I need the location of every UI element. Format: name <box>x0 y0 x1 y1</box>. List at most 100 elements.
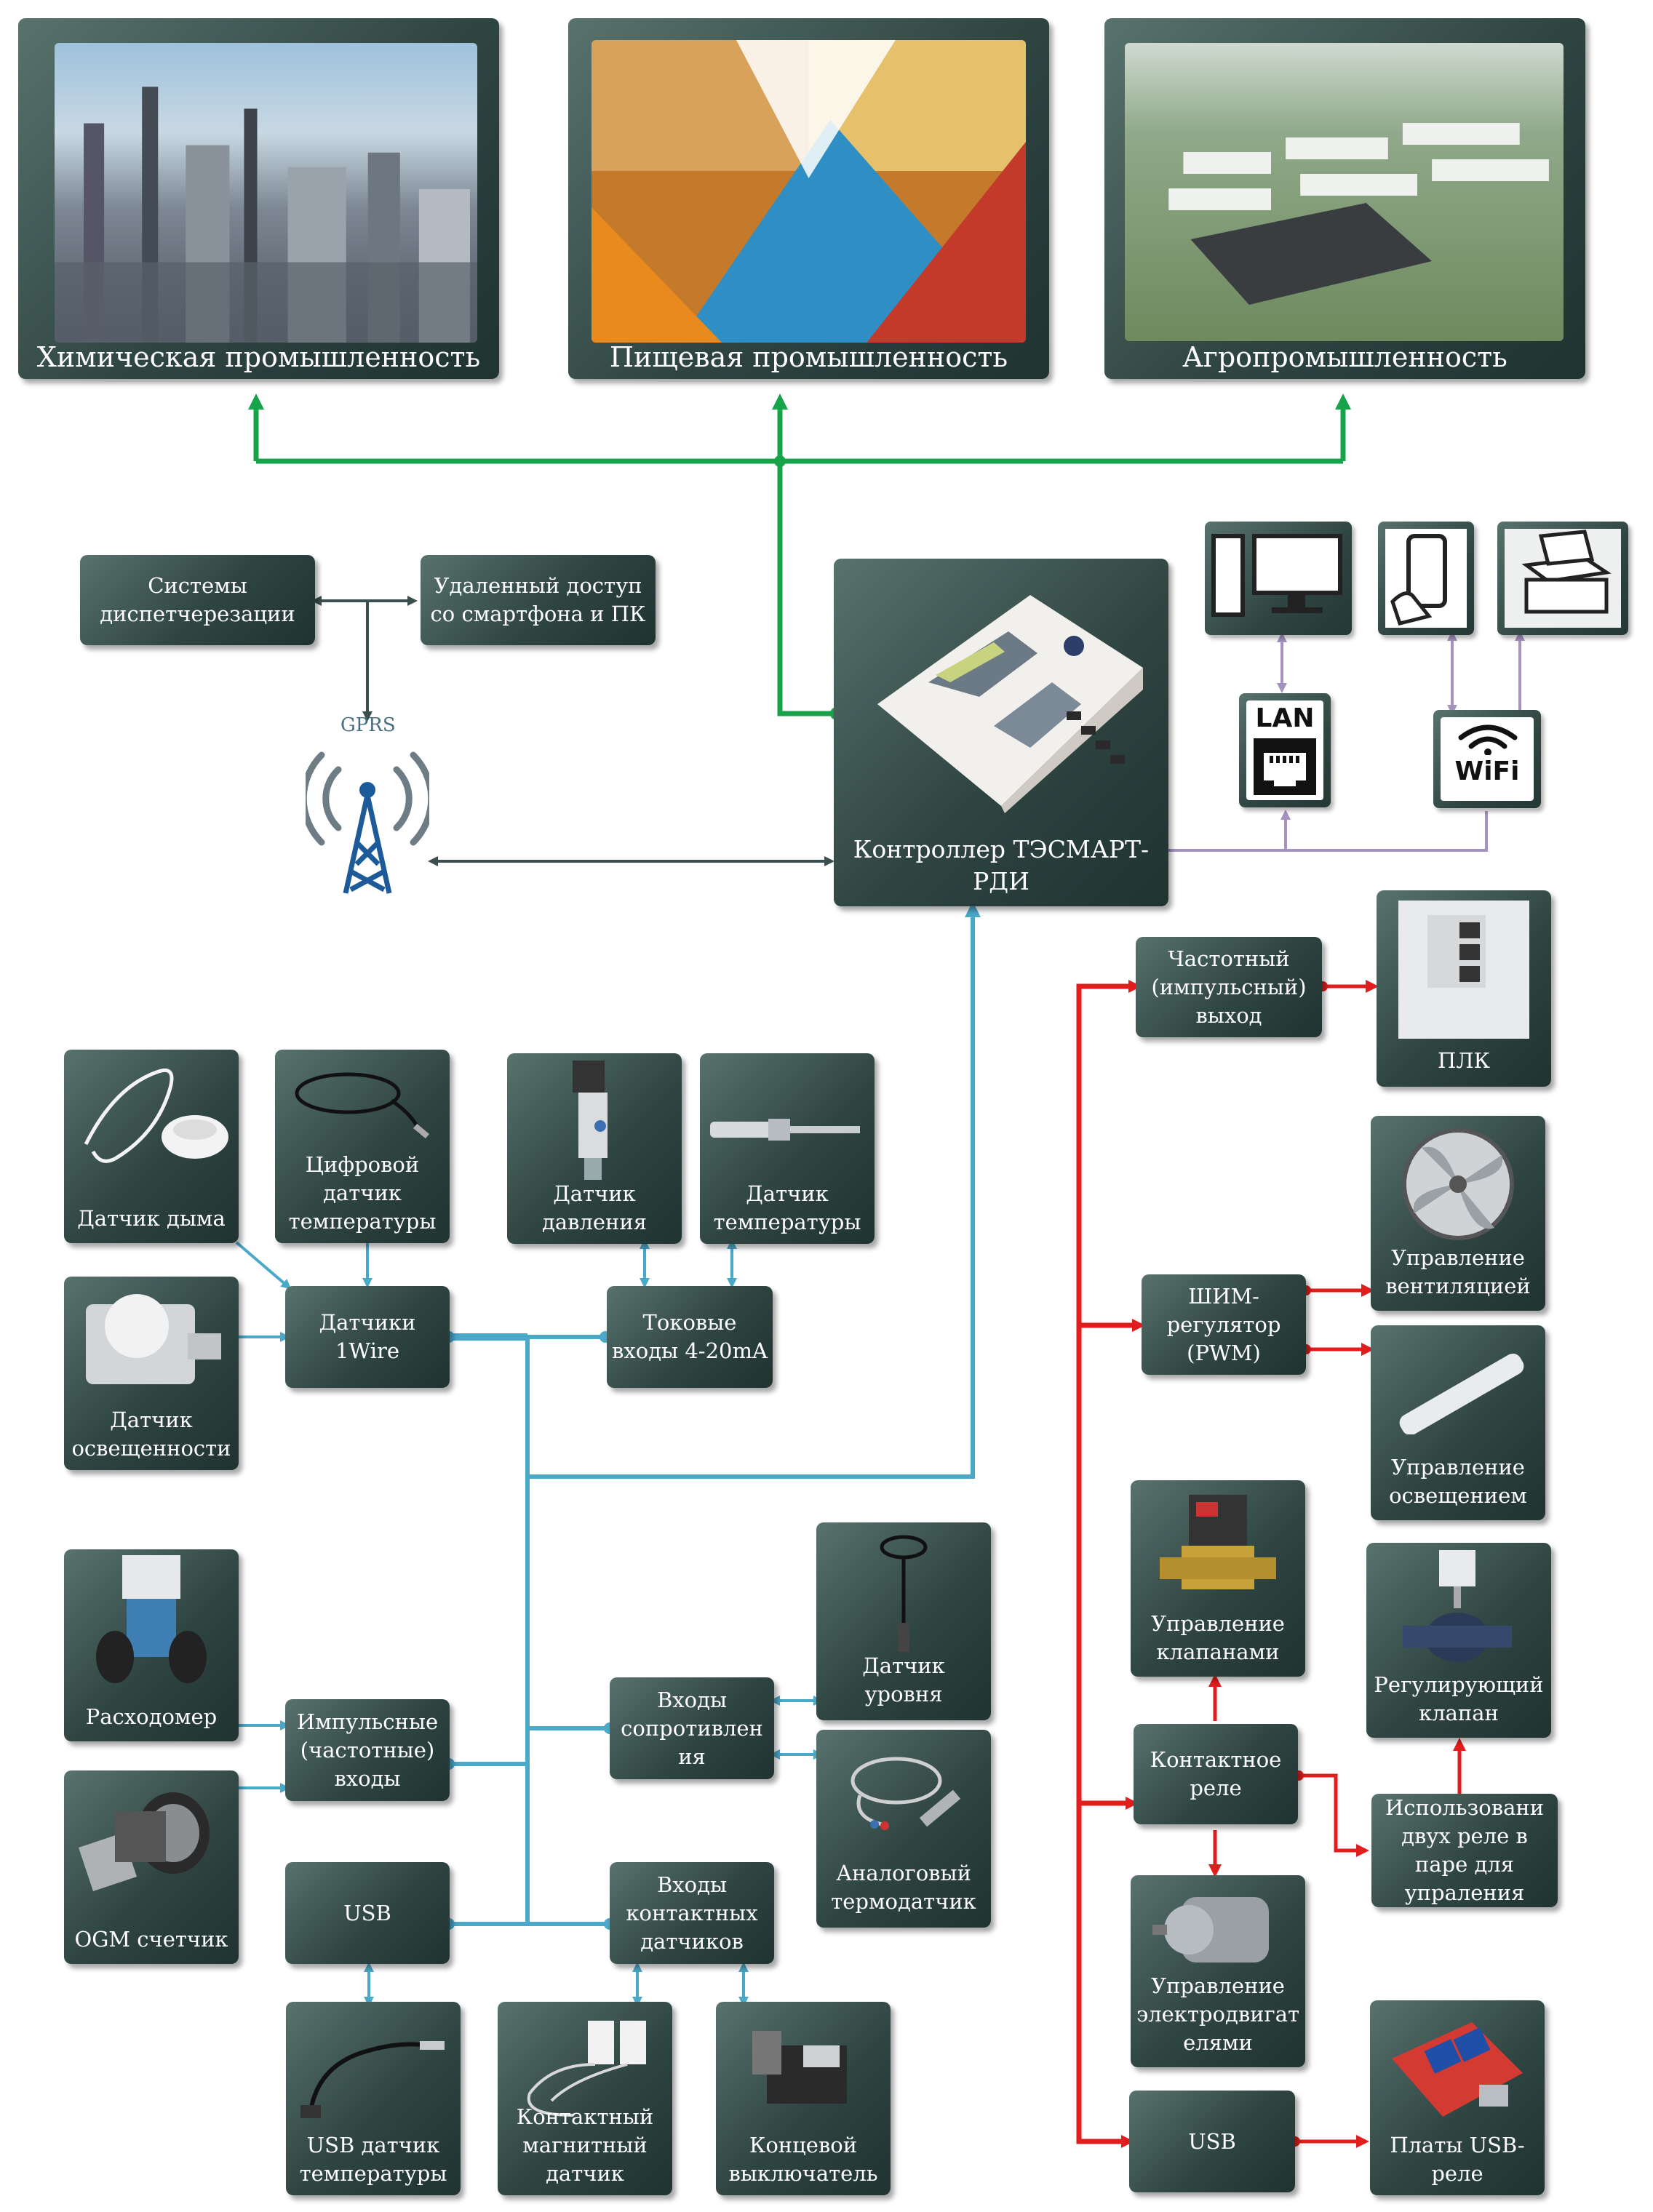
pc-icon <box>1211 534 1342 617</box>
industry-food: Пищевая промышленность <box>568 18 1049 379</box>
motor-card: Управление электродвигат елями <box>1131 1875 1305 2067</box>
pulse-inputs-label: Импульсные (частотные) входы <box>296 1709 439 1791</box>
light-sensor-card: Датчик освещенности <box>64 1277 239 1470</box>
gprs-tower-icon <box>306 751 429 894</box>
controller-box: Контроллер ТЭСМАРТ-РДИ <box>834 559 1168 906</box>
freq-output-box: Частотный (импульсный) выход <box>1136 937 1322 1037</box>
wifi-icon <box>1458 724 1518 755</box>
usb-relay-card: Платы USB-реле <box>1370 2000 1545 2195</box>
lighting-card: Управление освещением <box>1371 1325 1545 1520</box>
pulse-inputs-box: Импульсные (частотные) входы <box>285 1699 450 1801</box>
level-sensor-label: Датчик уровня <box>862 1653 945 1706</box>
smoke-sensor-card: Датчик дыма <box>64 1050 239 1243</box>
pwm-box: ШИМ-регулятор (PWM) <box>1142 1274 1306 1375</box>
plc-label: ПЛК <box>1438 1048 1490 1073</box>
lamp-icon <box>1399 1353 1524 1434</box>
current-inputs-box: Токовые входы 4-20mA <box>607 1286 773 1388</box>
contact-inputs-label: Входы контактных датчиков <box>626 1872 758 1954</box>
flowmeter-image <box>96 1555 207 1683</box>
industry-food-label: Пищевая промышленность <box>609 341 1008 373</box>
ogm-counter-card: OGM счетчик <box>64 1770 239 1964</box>
pressure-sensor-label: Датчик давления <box>541 1181 647 1234</box>
pressure-sensor-card: Датчик давления <box>507 1053 682 1244</box>
contact-inputs-box: Входы контактных датчиков <box>610 1862 774 1964</box>
magnetic-contact-label: Контактный магнитный датчик <box>516 2104 654 2186</box>
temp-sensor-image <box>710 1119 860 1141</box>
flowmeter-label: Расходомер <box>85 1704 218 1729</box>
usb-input-label: USB <box>343 1900 391 1925</box>
ogm-counter-image <box>79 1792 210 1891</box>
pc-tile <box>1205 522 1352 635</box>
motor-image <box>1152 1897 1269 1963</box>
analog-temp-card: Аналоговый термодатчик <box>816 1730 991 1928</box>
freq-output-label: Частотный (импульсный) выход <box>1151 946 1307 1028</box>
current-inputs-label: Токовые входы 4-20mA <box>612 1310 768 1363</box>
usb-relay-board-image <box>1392 2022 1523 2117</box>
dispatch-box: Системы диспетчерезации <box>80 555 315 645</box>
onewire-box: Датчики 1Wire <box>285 1286 450 1388</box>
valves-card: Управление клапанами <box>1131 1480 1305 1677</box>
fan-icon <box>1402 1128 1514 1240</box>
magnetic-contact-image <box>527 2021 646 2117</box>
industry-chemical: Химическая промышленность <box>18 18 499 379</box>
remote-access-label: Удаленный доступ со смартфона и ПК <box>430 573 646 626</box>
valves-label: Управление клапанами <box>1151 1611 1285 1664</box>
resistance-inputs-box: Входы сопротивлен ия <box>610 1677 774 1779</box>
pwm-label: ШИМ-регулятор (PWM) <box>1166 1283 1281 1365</box>
resistance-inputs-label: Входы сопротивлен ия <box>621 1687 763 1769</box>
light-sensor-label: Датчик освещенности <box>71 1408 231 1461</box>
industry-chemical-label: Химическая промышленность <box>36 341 481 373</box>
temp-sensor-card: Датчик температуры <box>700 1053 875 1244</box>
controller-label: Контроллер ТЭСМАРТ-РДИ <box>853 835 1150 895</box>
reg-valve-label: Регулирующий клапан <box>1374 1672 1544 1725</box>
phone-tile <box>1378 522 1474 635</box>
printer-tile <box>1497 522 1628 635</box>
usb-input-box: USB <box>285 1862 450 1964</box>
analog-temp-label: Аналоговый термодатчик <box>831 1861 976 1914</box>
digital-temp-sensor-image <box>295 1072 429 1139</box>
lan-label: LAN <box>1255 703 1315 733</box>
pressure-sensor-image <box>573 1061 608 1180</box>
usb-temp-card: USB датчик температуры <box>286 2002 461 2195</box>
ventilation-label: Управление вентиляцией <box>1385 1245 1531 1298</box>
limit-switch-image <box>752 2031 847 2104</box>
controller-device-image <box>863 573 1150 813</box>
usb-relay-label: Платы USB-реле <box>1390 2133 1525 2186</box>
solenoid-valve-image <box>1160 1495 1276 1589</box>
usb-temp-label: USB датчик температуры <box>299 2133 447 2186</box>
relay-label: Контактное реле <box>1150 1747 1282 1800</box>
gprs-label: GPRS <box>340 714 396 736</box>
ventilation-card: Управление вентиляцией <box>1371 1116 1545 1311</box>
reg-valve-card: Регулирующий клапан <box>1366 1543 1551 1738</box>
light-sensor-image <box>86 1294 221 1384</box>
greenhouse-image <box>1125 43 1564 341</box>
ethernet-port-icon <box>1254 738 1316 795</box>
plc-card: ПЛК <box>1377 890 1551 1087</box>
smoke-sensor-label: Датчик дыма <box>77 1206 226 1231</box>
ogm-counter-label: OGM счетчик <box>74 1927 228 1952</box>
dispatch-label: Системы диспетчерезации <box>100 573 295 626</box>
relay-pair-label: Использовани двух реле в паре для упрале… <box>1385 1795 1545 1905</box>
usb-temp-image <box>300 2041 445 2118</box>
level-sensor-image <box>880 1535 928 1652</box>
plc-image <box>1398 901 1529 1039</box>
industry-agro-label: Агропромышленность <box>1182 341 1507 373</box>
remote-access-box: Удаленный доступ со смартфона и ПК <box>421 555 656 645</box>
lan-tile: LAN <box>1239 693 1331 807</box>
limit-switch-card: Концевой выключатель <box>716 2002 891 2195</box>
gprs-lines <box>311 596 835 866</box>
regulating-valve-image <box>1403 1550 1512 1662</box>
network-lines <box>1168 631 1525 852</box>
magnetic-contact-card: Контактный магнитный датчик <box>498 2002 672 2195</box>
onewire-label: Датчики 1Wire <box>319 1310 416 1363</box>
food-image <box>592 40 1026 343</box>
digital-temp-label: Цифровой датчик температуры <box>288 1152 437 1234</box>
printer-icon <box>1505 529 1621 628</box>
relay-box: Контактное реле <box>1134 1724 1298 1824</box>
motor-label: Управление электродвигат елями <box>1136 1973 1300 2055</box>
wifi-tile: WiFi <box>1433 710 1541 808</box>
digital-temp-card: Цифровой датчик температуры <box>275 1050 450 1243</box>
usb-output-label: USB <box>1188 2128 1236 2154</box>
flowmeter-card: Расходомер <box>64 1549 239 1741</box>
industry-agro: Агропромышленность <box>1104 18 1585 379</box>
